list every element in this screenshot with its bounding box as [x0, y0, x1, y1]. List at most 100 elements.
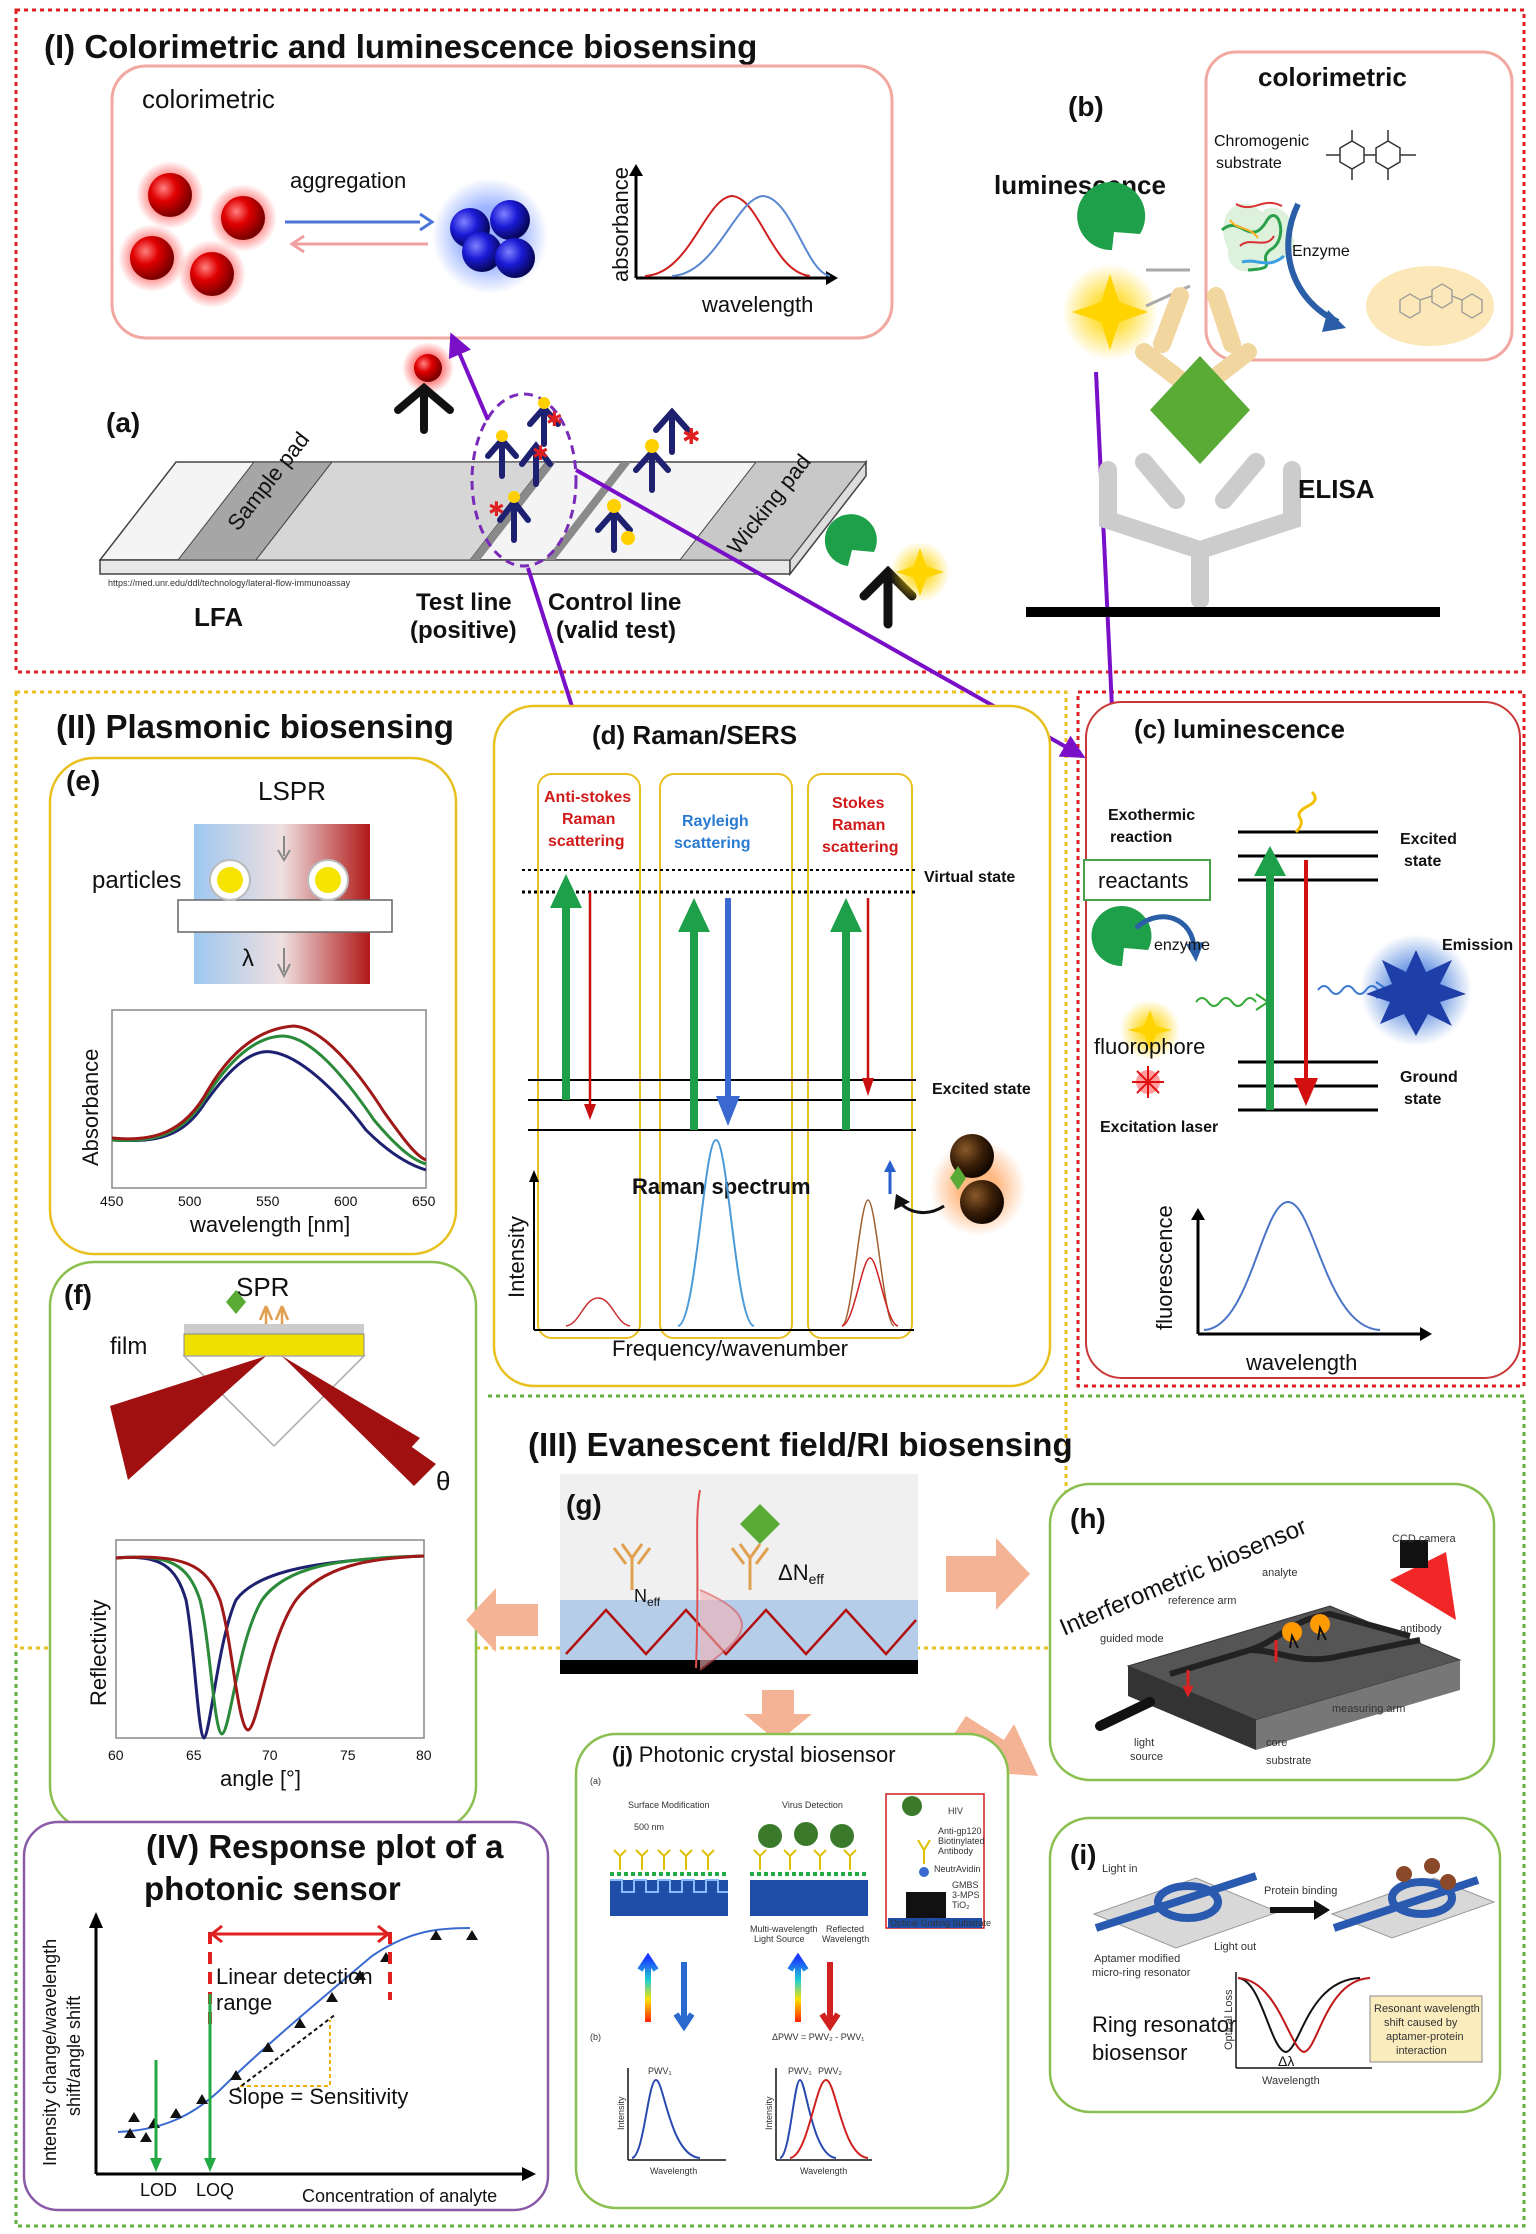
section-iii-title: (III) Evanescent field/RI biosensing: [528, 1426, 1073, 1463]
neff-label: Neff: [634, 1586, 661, 1609]
panel-j-photonic-crystal: (j)Photonic crystal biosensor (a) Surfac…: [574, 1732, 1010, 2210]
stokes-line2: Raman: [832, 817, 885, 834]
spr-tick-80: 80: [416, 1747, 432, 1763]
pwv1-label-right: PWV₁: [788, 2066, 812, 2076]
chromogenic-line1: Chromogenic: [1214, 133, 1309, 150]
panel-e-lspr: (e) LSPR λ particles 450 500 550 600 650…: [48, 756, 458, 1256]
spr-y-label: Reflectivity: [86, 1600, 111, 1706]
dpwv-label: ΔPWV = PWV₂ - PWV₁: [772, 2032, 864, 2042]
reflected-line1: Reflected: [826, 1924, 864, 1934]
wavelength-j-left: Wavelength: [650, 2166, 697, 2176]
svg-text:✱: ✱: [532, 443, 549, 465]
panel-j-title: (j)Photonic crystal biosensor: [612, 1742, 896, 1767]
section-iii-border: [14, 1394, 1526, 2228]
film-label: film: [110, 1333, 147, 1360]
section-i-border: [14, 8, 1526, 674]
lspr-tick-650: 650: [412, 1193, 436, 1209]
sers-nanoparticle: [894, 1134, 1026, 1236]
exothermic-line1: Exothermic: [1108, 807, 1195, 824]
lspr-y-label: Absorbance: [78, 1049, 103, 1166]
wavelength-axis-label: wavelength: [701, 292, 813, 317]
lspr-tick-450: 450: [100, 1193, 124, 1209]
spr-tick-75: 75: [340, 1747, 356, 1763]
core-label: core: [1266, 1737, 1287, 1749]
lambda-label: λ: [242, 945, 254, 972]
delta-lambda-label: Δλ: [1278, 2053, 1294, 2069]
surface-mod-label: Surface Modification: [628, 1800, 710, 1810]
virtual-state-label: Virtual state: [924, 869, 1015, 886]
fluorescence-mini-plot: fluorescence wavelength: [1152, 1200, 1432, 1375]
control-line-sub: (valid test): [556, 617, 676, 644]
lspr-tick-600: 600: [334, 1193, 358, 1209]
hiv-label: HIV: [948, 1806, 963, 1816]
substrate-label: substrate: [1266, 1755, 1311, 1767]
antibody-red-particle: [394, 342, 454, 434]
optical-loss-label: Optical Loss: [1223, 1989, 1235, 2050]
mps-label: 3-MPS: [952, 1890, 980, 1900]
enzyme-label-b: Enzyme: [1292, 243, 1350, 260]
loq-label: LOQ: [196, 2180, 234, 2200]
guided-mode-label: guided mode: [1100, 1633, 1164, 1645]
colorimetric-title: colorimetric: [142, 84, 275, 114]
light-out-label: Light out: [1214, 1941, 1256, 1953]
linear-range-line1: Linear detection: [216, 1964, 373, 1989]
panel-i-ring-resonator: (i) Light in Light out Aptamer modified …: [1048, 1816, 1502, 2114]
ccd-camera-label: CCD camera: [1392, 1533, 1456, 1545]
panel-h-label: (h): [1070, 1503, 1106, 1534]
svg-text:✱: ✱: [682, 424, 700, 449]
spr-tick-70: 70: [262, 1747, 278, 1763]
fluorescence-x-label: wavelength: [1245, 1350, 1357, 1375]
lspr-title: LSPR: [258, 776, 326, 806]
panel-b-label: (b): [1068, 91, 1104, 122]
enzyme-protein: [1221, 201, 1295, 272]
neutravidin-label: NeutrAvidin: [934, 1864, 980, 1874]
multi-wavelength-line1: Multi-wavelength: [750, 1924, 818, 1934]
light-source-line2: source: [1130, 1751, 1163, 1763]
light-in-label: Light in: [1102, 1863, 1137, 1875]
panel-h-interferometer: (h) Interferometric biosensor CCD camera…: [1048, 1482, 1496, 1782]
rayleigh-line1: Rayleigh: [682, 813, 749, 830]
luminescence-title-b: luminescence: [994, 170, 1166, 200]
excited-state-d-label: Excited state: [932, 1081, 1031, 1098]
panel-g-waveguide: (g) Neff ΔNeff: [560, 1474, 918, 1674]
linear-range-line2: range: [216, 1990, 272, 2015]
analyte-label: analyte: [1262, 1567, 1297, 1579]
lspr-tick-550: 550: [256, 1193, 280, 1209]
emission-label: Emission: [1442, 937, 1513, 954]
aptamer-line2: micro-ring resonator: [1092, 1967, 1191, 1979]
box-line2: shift caused by: [1384, 2017, 1458, 2029]
panel-b-elisa: (b) colorimetric Chromogenic substrate: [994, 50, 1514, 617]
aptamer-line1: Aptamer modified: [1094, 1953, 1180, 1965]
sub-b-label: (b): [590, 2032, 601, 2042]
svg-text:✱: ✱: [488, 499, 505, 521]
excited-state-line1: Excited: [1400, 831, 1457, 848]
anti-gp120-line2: Biotinylated: [938, 1836, 985, 1846]
raman-spectrum-label: Raman spectrum: [632, 1174, 811, 1199]
spr-tick-60: 60: [108, 1747, 124, 1763]
intensity-axis-label-d: Intensity: [504, 1216, 529, 1298]
pwv2-label: PWV₂: [818, 2066, 843, 2076]
fluorophore-label: fluorophore: [1094, 1034, 1205, 1059]
anti-gp120-line1: Anti-gp120: [938, 1826, 982, 1836]
scale-label: 500 nm: [634, 1822, 664, 1832]
colorimetric-elisa-title: colorimetric: [1258, 62, 1407, 92]
lod-label: LOD: [140, 2180, 177, 2200]
panel-f-spr: (f) SPR film θ 60 65 70 75 80 angle [°] …: [48, 1260, 478, 1832]
chromogenic-molecule: [1326, 130, 1416, 180]
multi-wavelength-line2: Light Source: [754, 1934, 805, 1944]
test-line-label: Test line: [416, 589, 512, 616]
wavelength-label-i: Wavelength: [1262, 2075, 1320, 2087]
stokes-line1: Stokes: [832, 795, 885, 812]
box-line1: Resonant wavelength: [1374, 2003, 1480, 2015]
aggregation-label: aggregation: [290, 168, 406, 193]
antibody-cluster-test-line: ✱ ✱ ✱: [470, 392, 578, 568]
enzyme-label-c: enzyme: [1154, 937, 1210, 954]
theta-label: θ: [436, 1466, 450, 1496]
raman-transition-arrows: [550, 874, 874, 1130]
lspr-tick-500: 500: [178, 1193, 202, 1209]
excitation-laser-spot: [1132, 1066, 1164, 1098]
protein-binding-label: Protein binding: [1264, 1885, 1337, 1897]
anti-stokes-line1: Anti-stokes: [544, 789, 631, 806]
reactants-label: reactants: [1098, 868, 1189, 893]
